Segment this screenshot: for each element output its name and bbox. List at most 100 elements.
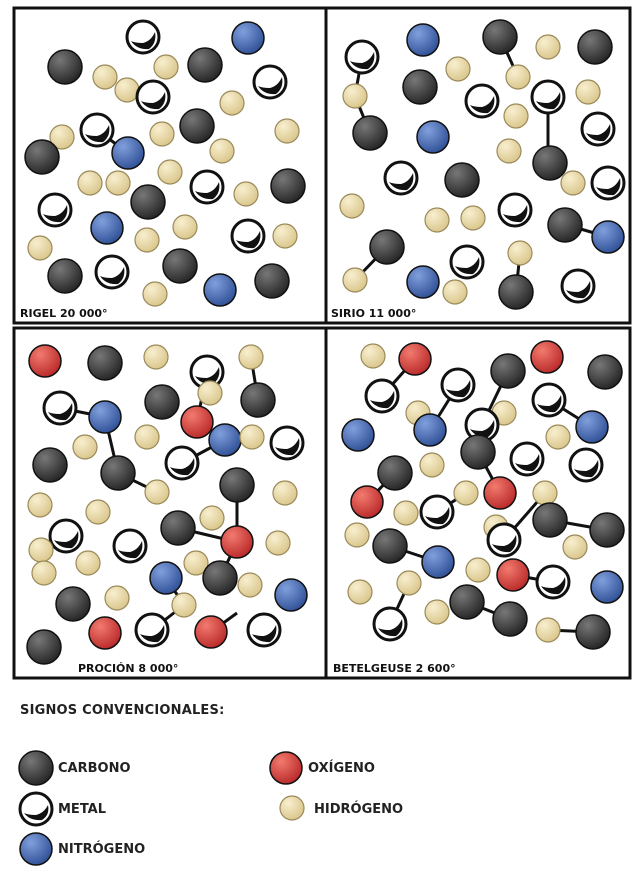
nitrogen-atom — [417, 121, 449, 153]
hydrogen-atom — [466, 558, 490, 582]
nitrogen-atom — [91, 212, 123, 244]
carbon-atom — [493, 602, 527, 636]
hydrogen-atom-icon — [276, 792, 310, 826]
hydrogen-atom — [275, 119, 299, 143]
hydrogen-atom — [504, 104, 528, 128]
hydrogen-atom — [210, 139, 234, 163]
legend-metal-label: METAL — [58, 802, 106, 817]
carbon-atom — [188, 48, 222, 82]
oxygen-atom — [351, 486, 383, 518]
hydrogen-atom — [115, 78, 139, 102]
metal-atom — [421, 496, 453, 528]
metal-atom — [232, 220, 264, 252]
carbon-atom — [373, 529, 407, 563]
metal-atom — [136, 614, 168, 646]
hydrogen-atom — [536, 618, 560, 642]
hydrogen-atom — [28, 493, 52, 517]
metal-atom — [81, 114, 113, 146]
metal-atom — [562, 270, 594, 302]
carbon-atom — [131, 185, 165, 219]
hydrogen-atom — [446, 57, 470, 81]
carbon-atom — [48, 259, 82, 293]
carbon-atom-icon — [18, 750, 54, 786]
nitrogen-atom — [89, 401, 121, 433]
hydrogen-atom — [273, 224, 297, 248]
hydrogen-atom — [143, 282, 167, 306]
hydrogen-atom — [29, 538, 53, 562]
hydrogen-atom — [172, 593, 196, 617]
metal-atom — [137, 81, 169, 113]
hydrogen-atom — [461, 206, 485, 230]
hydrogen-atom — [425, 208, 449, 232]
hydrogen-atom — [106, 171, 130, 195]
hydrogen-atom — [239, 345, 263, 369]
metal-atom — [499, 194, 531, 226]
metal-atom — [191, 171, 223, 203]
carbon-atom — [461, 435, 495, 469]
metal-atom — [374, 608, 406, 640]
nitrogen-atom — [576, 411, 608, 443]
hydrogen-atom — [28, 236, 52, 260]
hydrogen-atom — [150, 122, 174, 146]
metal-atom — [44, 392, 76, 424]
metal-atom — [385, 162, 417, 194]
hydrogen-atom — [533, 481, 557, 505]
hydrogen-atom — [234, 182, 258, 206]
nitrogen-atom — [407, 266, 439, 298]
carbon-atom — [370, 230, 404, 264]
oxygen-atom — [497, 559, 529, 591]
oxygen-atom — [29, 345, 61, 377]
hydrogen-atom — [497, 139, 521, 163]
metal-atom — [442, 369, 474, 401]
legend-metal: METAL — [18, 791, 106, 827]
carbon-atom — [161, 511, 195, 545]
carbon-atom — [25, 140, 59, 174]
legend-nitrogen: NITRÓGENO — [18, 831, 145, 867]
nitrogen-atom — [204, 274, 236, 306]
hydrogen-atom — [561, 171, 585, 195]
hydrogen-atom — [454, 481, 478, 505]
hydrogen-atom — [86, 500, 110, 524]
hydrogen-atom — [563, 535, 587, 559]
hydrogen-atom — [266, 531, 290, 555]
carbon-atom — [403, 70, 437, 104]
carbon-atom — [588, 355, 622, 389]
metal-atom-icon — [18, 791, 54, 827]
metal-atom — [114, 530, 146, 562]
hydrogen-atom — [158, 160, 182, 184]
hydrogen-atom — [105, 586, 129, 610]
oxygen-atom — [531, 341, 563, 373]
legend-hydrogen: HIDRÓGENO — [276, 792, 403, 826]
metal-atom — [533, 384, 565, 416]
legend-oxygen-label: OXÍGENO — [308, 761, 375, 776]
carbon-atom — [33, 448, 67, 482]
nitrogen-atom — [592, 221, 624, 253]
metal-atom — [346, 41, 378, 73]
carbon-atom — [576, 615, 610, 649]
carbon-atom — [378, 456, 412, 490]
carbon-atom — [271, 169, 305, 203]
nitrogen-atom — [275, 579, 307, 611]
metal-atom — [466, 85, 498, 117]
hydrogen-atom — [78, 171, 102, 195]
carbon-atom — [445, 163, 479, 197]
carbon-atom — [203, 561, 237, 595]
hydrogen-atom — [361, 344, 385, 368]
metal-atom — [511, 443, 543, 475]
oxygen-atom — [195, 616, 227, 648]
legend-carbon: CARBONO — [18, 750, 131, 786]
hydrogen-atom — [340, 194, 364, 218]
carbon-atom — [590, 513, 624, 547]
hydrogen-atom — [343, 268, 367, 292]
nitrogen-atom — [232, 22, 264, 54]
carbon-atom — [491, 354, 525, 388]
hydrogen-atom — [425, 600, 449, 624]
oxygen-atom — [399, 343, 431, 375]
nitrogen-atom — [591, 571, 623, 603]
carbon-atom — [578, 30, 612, 64]
metal-atom — [96, 256, 128, 288]
metal-atom — [271, 427, 303, 459]
nitrogen-atom — [209, 424, 241, 456]
nitrogen-atom — [414, 414, 446, 446]
legend-carbon-label: CARBONO — [58, 761, 131, 776]
